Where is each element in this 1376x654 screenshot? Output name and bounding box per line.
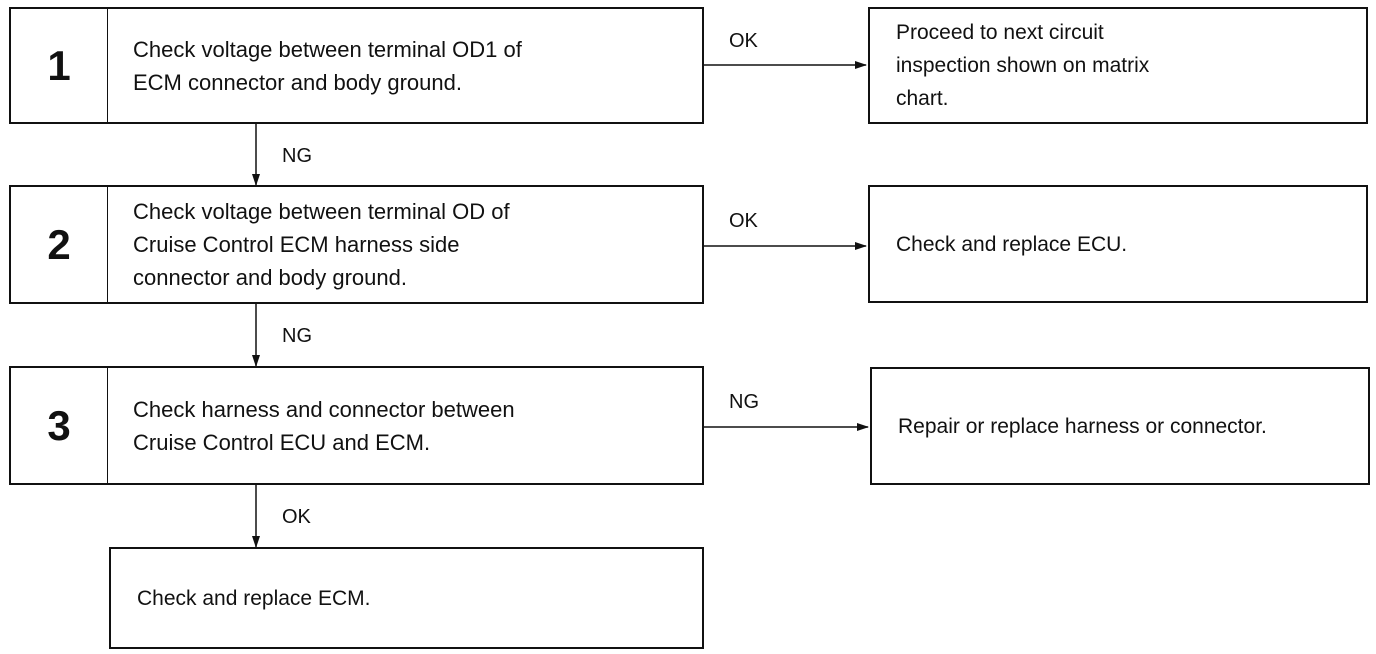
label-step3-ok: OK (282, 506, 311, 528)
step-2-box: 2 Check voltage between terminal OD of C… (9, 185, 704, 304)
result-replace-ecm-box: Check and replace ECM. (109, 547, 704, 649)
label-step1-ng: NG (282, 145, 312, 167)
step-1-box: 1 Check voltage between terminal OD1 of … (9, 7, 704, 124)
result-replace-ecu-text: Check and replace ECU. (896, 232, 1128, 256)
label-step3-ng: NG (729, 391, 759, 413)
step-3-number: 3 (11, 368, 108, 483)
result-proceed-box: Proceed to next circuit inspection shown… (868, 7, 1368, 124)
step-3-box: 3 Check harness and connector between Cr… (9, 366, 704, 485)
label-step2-ng: NG (282, 325, 312, 347)
result-repair-harness-text: Repair or replace harness or connector. (898, 414, 1267, 438)
result-replace-ecu-box: Check and replace ECU. (868, 185, 1368, 303)
result-proceed-text: Proceed to next circuit inspection shown… (896, 21, 1150, 110)
result-replace-ecm-text: Check and replace ECM. (137, 586, 371, 610)
step-2-number: 2 (11, 187, 108, 302)
label-step2-ok: OK (729, 210, 758, 232)
result-repair-harness-box: Repair or replace harness or connector. (870, 367, 1370, 485)
step-1-text: Check voltage between terminal OD1 of EC… (133, 36, 522, 95)
step-1-number: 1 (11, 9, 108, 122)
label-step1-ok: OK (729, 30, 758, 52)
step-3-text: Check harness and connector between Crui… (133, 396, 515, 455)
step-2-text: Check voltage between terminal OD of Cru… (133, 199, 510, 290)
